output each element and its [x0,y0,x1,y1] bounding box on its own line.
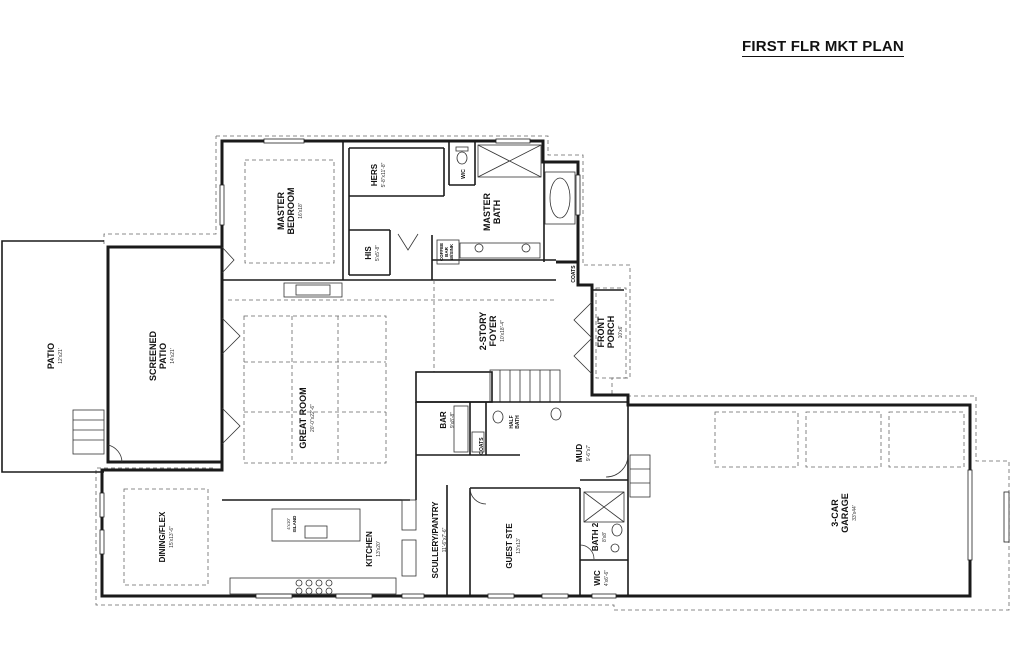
wc-label: W/C [461,169,467,179]
mud-label: MUD 9'-6"x7' [575,444,592,462]
svg-text:2-STORY: 2-STORY [478,312,488,351]
bath2-label: BATH 2 8'x8' [591,522,608,551]
coffee-bar-label: COFFEE BAR W/SINK [439,243,454,261]
his-label: HIS 5'x5'-8" [364,245,381,261]
svg-text:11'-6"x7'-6": 11'-6"x7'-6" [442,527,448,552]
foyer-label: 2-STORY FOYER 10'x18'-4" [478,312,506,351]
dining-label: DINING/FLEX 15'x13'-6" [158,511,175,562]
master-bedroom-label: MASTER BEDROOM 16'x18' [276,188,304,235]
scullery-label: SCULLERY/PANTRY 11'-6"x7'-6" [431,501,448,579]
half-bath-label: HALF BATH [509,415,521,429]
svg-text:4'x10': 4'x10' [286,518,291,530]
svg-text:BEDROOM: BEDROOM [286,188,296,235]
svg-text:DINING/FLEX: DINING/FLEX [158,511,167,562]
svg-text:5'-8"x11'-8": 5'-8"x11'-8" [381,162,387,187]
svg-text:15'x13'-6": 15'x13'-6" [169,526,175,548]
svg-text:PATIO: PATIO [158,343,168,369]
svg-text:FOYER: FOYER [488,315,498,347]
svg-text:13'x20': 13'x20' [376,541,382,557]
svg-text:BATH: BATH [492,200,502,224]
svg-text:13'x13': 13'x13' [516,538,522,554]
room-labels: PATIO 12'x21' SCREENED PATIO 14'x21' MAS… [46,162,858,586]
svg-text:20'-0"x22'-6": 20'-0"x22'-6" [310,404,316,432]
patio-label: PATIO 12'x21' [46,343,64,369]
svg-text:FRONT: FRONT [596,316,606,347]
svg-text:5'x5'-8": 5'x5'-8" [375,245,381,261]
svg-text:MASTER: MASTER [482,193,492,232]
svg-text:10'x18'-4": 10'x18'-4" [500,320,506,342]
svg-text:12'x21': 12'x21' [58,348,64,364]
svg-text:COFFEE: COFFEE [439,243,444,261]
svg-text:MASTER: MASTER [276,192,286,231]
island-label: 4'x10' ISLAND [286,515,297,533]
svg-text:PORCH: PORCH [606,316,616,349]
hers-label: HERS 5'-8"x11'-8" [370,162,387,187]
svg-text:14'x21': 14'x21' [170,348,176,364]
svg-text:4'x6'-6": 4'x6'-6" [604,570,610,586]
patio-area [1,240,105,473]
svg-text:MUD: MUD [575,444,584,462]
svg-text:BATH 2: BATH 2 [591,522,600,551]
interior-walls [222,141,629,596]
svg-text:W/C: W/C [461,169,467,179]
svg-text:COATS: COATS [571,265,577,283]
svg-text:BAR: BAR [444,246,449,256]
front-porch-label: FRONT PORCH 10'x6' [596,316,624,349]
svg-text:3-CAR: 3-CAR [830,499,840,527]
plan-title: FIRST FLR MKT PLAN [742,38,904,57]
svg-text:8'x8': 8'x8' [602,532,608,542]
svg-text:HERS: HERS [370,163,379,186]
kitchen-label: KITCHEN 13'x20' [365,531,382,567]
coats-lower-label: COATS [479,437,485,455]
svg-text:16'x18': 16'x18' [298,203,304,219]
fixtures [229,144,651,595]
svg-text:W/SINK: W/SINK [449,243,454,260]
svg-text:COATS: COATS [479,437,485,455]
svg-text:PATIO: PATIO [46,343,56,369]
guest-ste-label: GUEST STE 13'x13' [505,523,522,569]
svg-text:HIS: HIS [364,246,373,260]
svg-text:GUEST STE: GUEST STE [505,523,514,569]
master-bath-label: MASTER BATH [482,193,502,232]
great-room-label: GREAT ROOM 20'-0"x22'-6" [298,387,316,448]
svg-text:ISLAND: ISLAND [292,515,297,533]
svg-text:HALF: HALF [509,415,515,428]
svg-text:GREAT ROOM: GREAT ROOM [298,387,308,448]
doors [221,233,629,560]
svg-text:BATH: BATH [515,415,521,429]
coats-upper-label: COATS [571,265,577,283]
svg-text:WIC: WIC [593,570,602,586]
svg-text:10'x6': 10'x6' [618,326,624,339]
garage-label: 3-CAR GARAGE 33'x44' [830,493,858,533]
bar-label: BAR 9'x8'-8" [439,411,456,429]
svg-text:SCULLERY/PANTRY: SCULLERY/PANTRY [431,501,440,579]
svg-text:GARAGE: GARAGE [840,493,850,533]
ceiling-outlines [123,159,965,586]
svg-text:33'x44': 33'x44' [852,505,858,521]
svg-text:9'x8'-8": 9'x8'-8" [450,412,456,428]
svg-text:BAR: BAR [439,411,448,429]
roof-outline [95,135,1010,611]
wic-label: WIC 4'x6'-6" [593,570,610,586]
screened-patio-label: SCREENED PATIO 14'x21' [148,330,176,381]
screened-patio-area [106,245,222,464]
svg-text:9'-6"x7': 9'-6"x7' [586,445,592,461]
svg-text:SCREENED: SCREENED [148,330,158,381]
windows [99,138,1010,599]
svg-text:KITCHEN: KITCHEN [365,531,374,567]
